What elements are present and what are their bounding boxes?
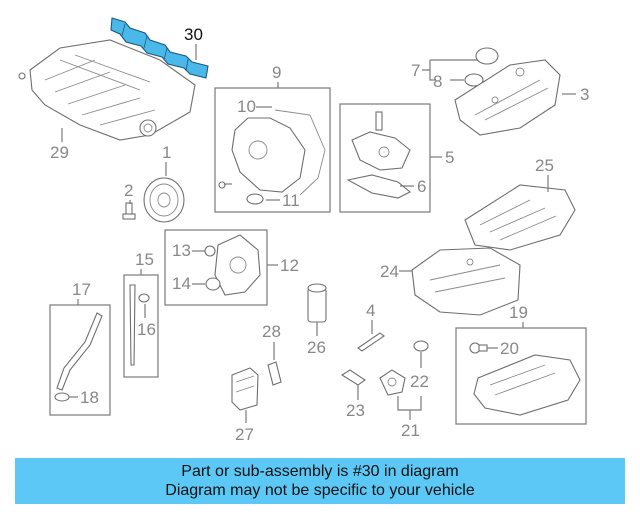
part-19-oil-pan[interactable]: [473, 354, 581, 416]
part-28-clip[interactable]: [267, 361, 282, 386]
part-18-seal[interactable]: [54, 392, 70, 402]
group-5-box: [339, 103, 431, 213]
part-21-sensor[interactable]: [379, 369, 406, 396]
callout-3: 3: [580, 85, 589, 104]
part-17-tube[interactable]: [56, 312, 103, 391]
part-24-lower-cover[interactable]: [411, 247, 521, 316]
part-14-seal[interactable]: [205, 277, 221, 291]
callout-17: 17: [72, 280, 91, 299]
callout-10: 10: [237, 97, 256, 116]
callout-7: 7: [411, 61, 420, 80]
callout-21: 21: [401, 421, 420, 440]
callout-11: 11: [282, 191, 300, 210]
part-12-oil-pump[interactable]: [214, 234, 261, 296]
callout-26: 26: [307, 338, 326, 357]
part-26-oil-filter[interactable]: [307, 283, 327, 323]
callout-2: 2: [124, 181, 133, 200]
callout-8: 8: [433, 72, 442, 91]
callout-27: 27: [235, 425, 254, 444]
part-15-dipstick[interactable]: [129, 284, 150, 366]
callout-19: 19: [509, 303, 528, 322]
callout-1: 1: [162, 143, 171, 162]
part-25-oil-pan-upper[interactable]: [464, 184, 576, 251]
info-banner: Part or sub-assembly is #30 in diagram D…: [15, 458, 625, 504]
group-19-box: [455, 327, 587, 425]
callout-18: 18: [80, 388, 99, 407]
part-4-gasket[interactable]: [357, 332, 385, 352]
callout-23: 23: [346, 401, 365, 420]
part-8-seal[interactable]: [464, 73, 484, 87]
callout-4: 4: [366, 301, 375, 320]
callout-6: 6: [417, 177, 426, 196]
banner-line-2: Diagram may not be specific to your vehi…: [165, 482, 475, 499]
part-7-oil-cap[interactable]: [475, 47, 499, 65]
part-6-gasket[interactable]: [346, 174, 411, 199]
part-23-bracket[interactable]: [340, 369, 366, 386]
callout-9: 9: [272, 63, 281, 82]
callout-13: 13: [172, 241, 191, 260]
callout-12: 12: [280, 256, 299, 275]
part-27-module[interactable]: [231, 367, 259, 411]
callout-16: 16: [137, 320, 156, 339]
part-5-bracket[interactable]: [351, 111, 411, 171]
part-10-timing-cover[interactable]: [218, 109, 326, 196]
part-30-intake-gasket[interactable]: [110, 17, 209, 79]
part-1-pulley[interactable]: [143, 177, 185, 223]
callout-14: 14: [172, 274, 191, 293]
callout-22: 22: [410, 372, 429, 391]
banner-line-1: Part or sub-assembly is #30 in diagram: [181, 463, 459, 480]
part-2-bolt[interactable]: [122, 202, 136, 220]
group-12-box: [164, 229, 268, 306]
callout-5: 5: [445, 148, 454, 167]
part-11-seal[interactable]: [246, 193, 264, 205]
callout-28: 28: [262, 322, 281, 341]
callout-20: 20: [500, 339, 519, 358]
group-9-box: [214, 87, 331, 213]
callout-24: 24: [380, 262, 399, 281]
callout-29: 29: [50, 143, 69, 162]
callout-15: 15: [135, 250, 154, 269]
part-3-valve-cover[interactable]: [454, 59, 561, 136]
part-20-drain-plug[interactable]: [469, 342, 488, 354]
parts-diagram: 30 29 9 10 11 1 2 5: [18, 17, 589, 444]
callout-25: 25: [535, 156, 554, 175]
part-13-seal[interactable]: [204, 245, 216, 257]
part-22-seal[interactable]: [413, 340, 429, 352]
part-29-intake-manifold[interactable]: [18, 39, 196, 141]
callout-30: 30: [184, 25, 203, 44]
group-17-box: [49, 304, 111, 416]
